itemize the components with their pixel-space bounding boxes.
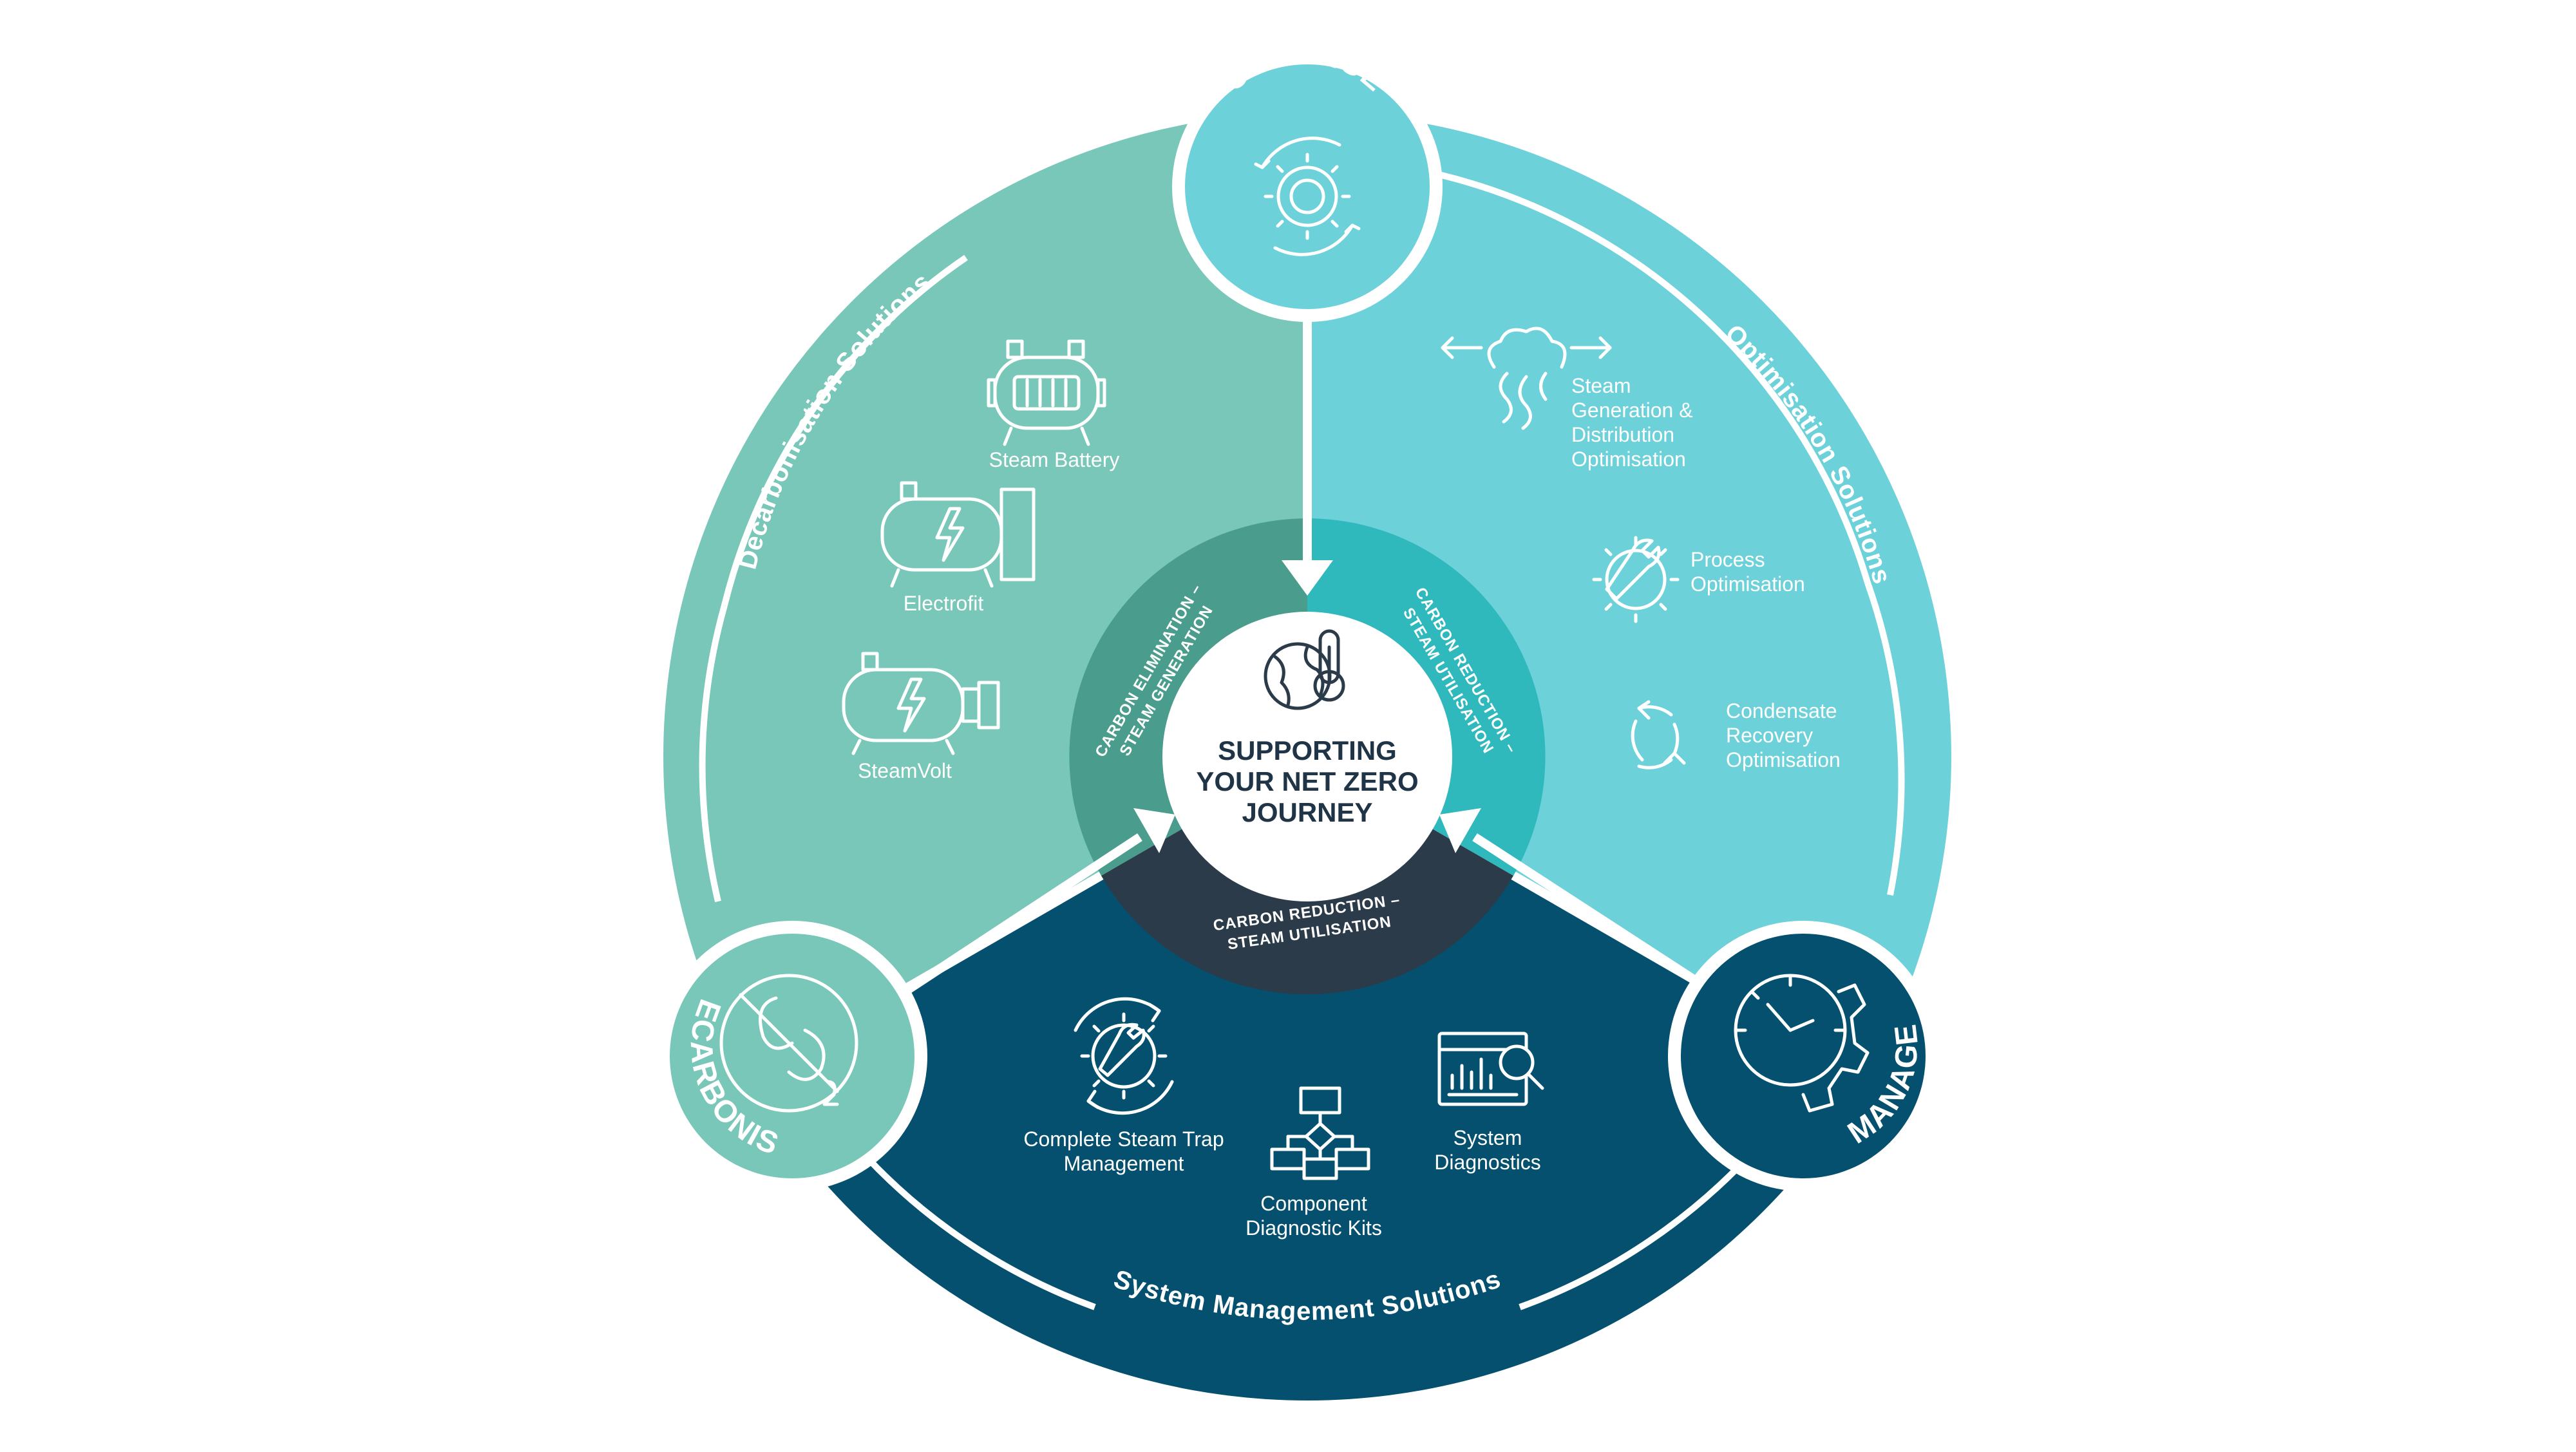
electrofit-icon [880,481,1036,588]
kits-label-line1: Component [1260,1192,1367,1215]
steam-gen-label-line2: Generation & [1571,399,1693,422]
arrow-right [1439,808,1735,1008]
outer-white-ring-arc-bottom [854,1144,1096,1310]
gear-cycle-icon [1254,137,1361,256]
steam-gen-label-line1: Steam [1571,374,1631,397]
process-label-line2: Optimisation [1690,572,1805,596]
steam-trap-gear-icon [1074,997,1174,1115]
steam-battery-icon [987,339,1106,446]
process-label-line1: Process [1690,548,1765,571]
trap-label-line2: Management [1064,1152,1184,1175]
arrow-left [883,808,1175,1008]
management-sector [750,757,1865,1400]
outer-white-ring-arc-right [1435,171,1871,584]
diagnostics-label-line2: Diagnostics [1434,1151,1540,1174]
co2-cross-icon [719,974,858,1113]
gauge-gear-icon [1734,974,1870,1113]
center-title-line2: YOUR NET ZERO [1196,766,1418,797]
flowchart-icon [1270,1086,1370,1180]
arrow-top [1282,309,1333,596]
outer-white-ring-arc-left-lower [699,604,728,903]
process-wrench-gear-icon [1592,536,1680,623]
manage-badge: MANAGE [1668,921,1938,1191]
steam-gen-label-line3: Distribution [1571,423,1674,446]
steam-cloud-icon [1441,326,1612,430]
steam-gen-label-line4: Optimisation [1571,448,1686,471]
diagnostics-label-line1: System [1454,1126,1522,1149]
steam-battery-label: Steam Battery [989,448,1120,471]
electrofit-label: Electrofit [904,592,984,615]
condensate-label-line1: Condensate [1726,699,1837,722]
steamvolt-label: SteamVolt [858,759,952,782]
outer-white-ring-arc-right-lower [1864,581,1905,896]
kits-label-line2: Diagnostic Kits [1245,1216,1382,1240]
center-title-line3: JOURNEY [1242,797,1372,827]
steamvolt-icon [842,652,1000,755]
optimise-badge: OPTIMISE [1172,35,1443,322]
decarbonise-badge-label: DECARBONISE [0,0,784,1162]
condensate-label-line3: Optimisation [1726,748,1841,771]
center-circle [1162,612,1452,901]
diagnostics-monitor-icon [1437,1032,1544,1106]
trap-label-line1: Complete Steam Trap [1023,1127,1224,1151]
condensate-recycle-icon [1631,700,1686,769]
outer-white-ring-arc-bottom-right [1519,1144,1761,1310]
condensate-label-line2: Recovery [1726,724,1813,747]
center-title-line1: SUPPORTING [1218,735,1397,766]
globe-thermometer-icon [1264,629,1345,710]
outer-white-ring-arc-left [721,254,968,607]
